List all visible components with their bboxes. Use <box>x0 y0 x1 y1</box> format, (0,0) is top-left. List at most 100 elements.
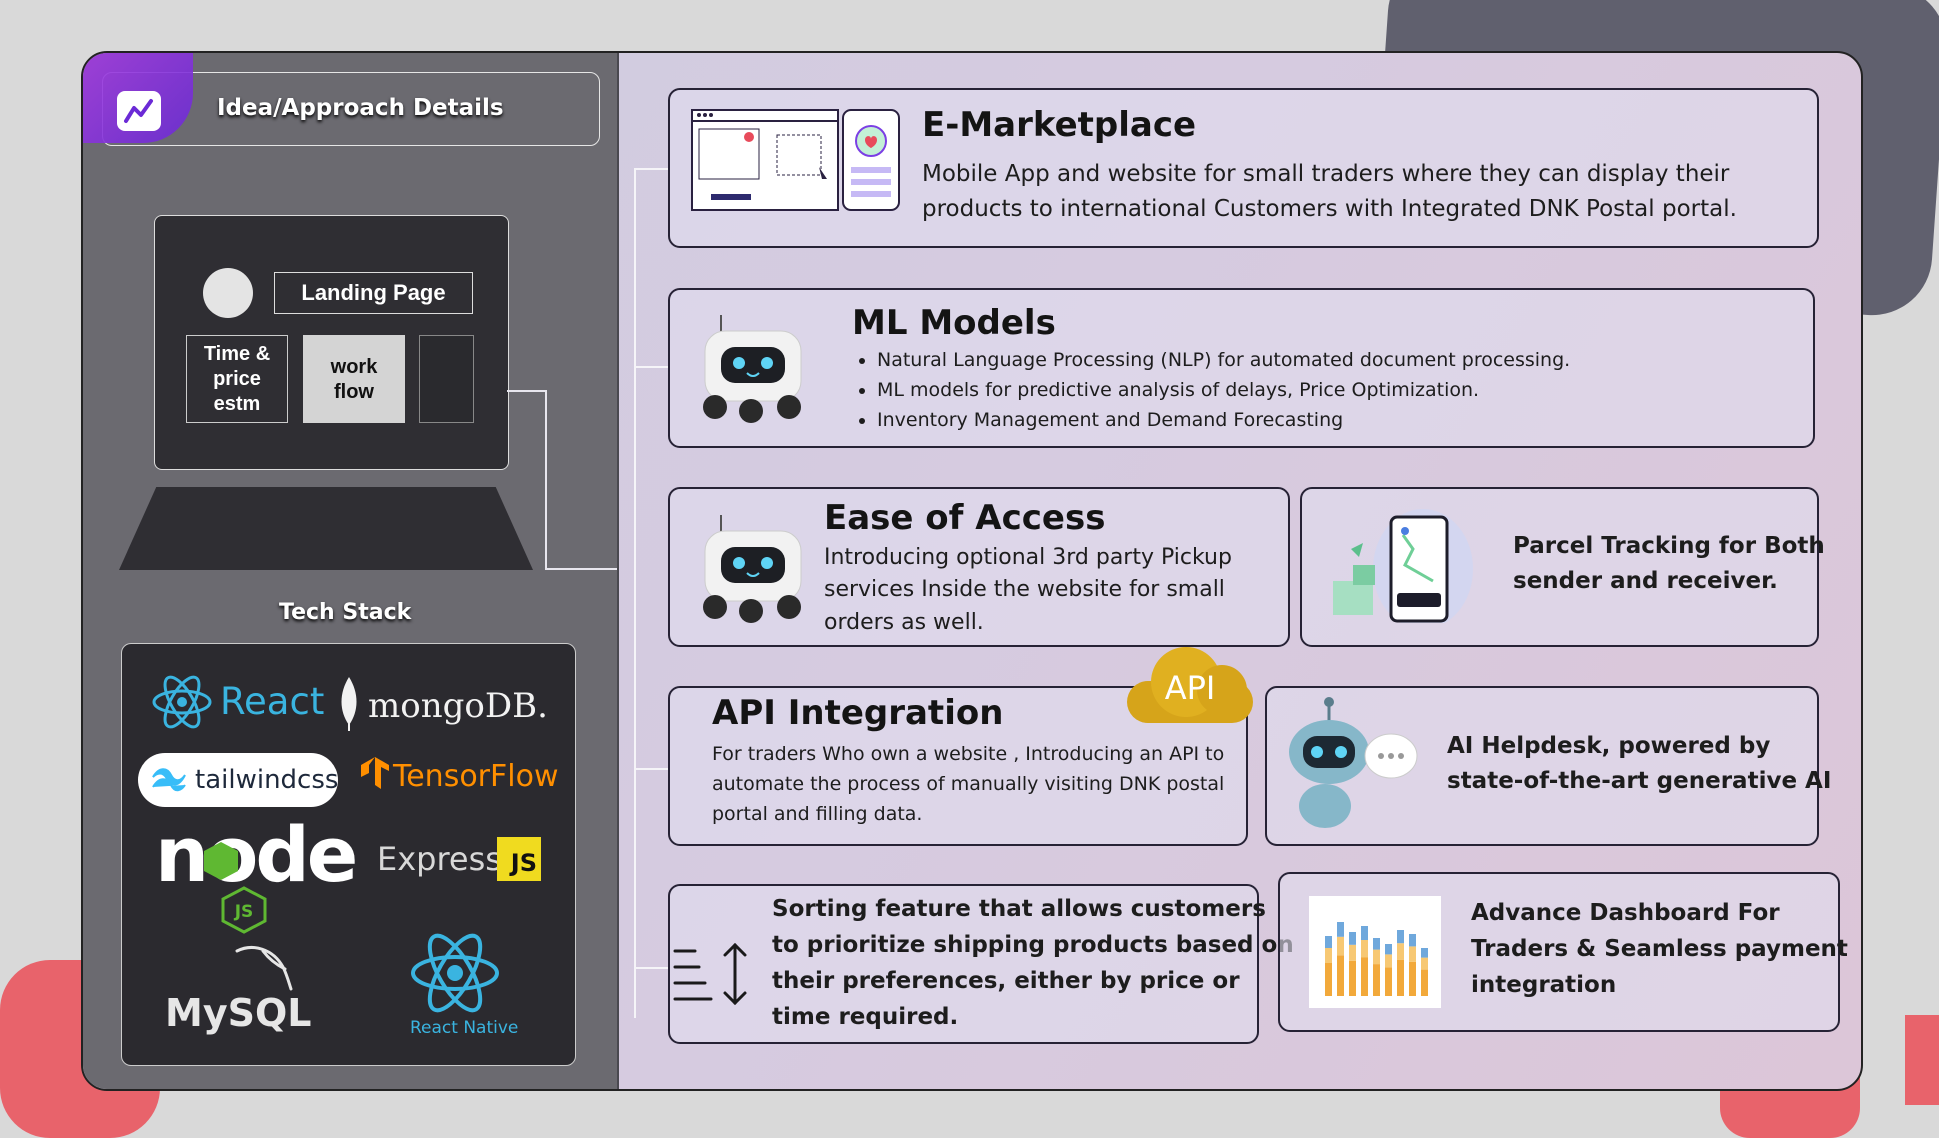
time-price-line: Time & <box>203 343 271 365</box>
ml-bullet: Natural Language Processing (NLP) for au… <box>877 345 1570 375</box>
ml-models-bullets: Natural Language Processing (NLP) for au… <box>853 345 1570 435</box>
dashboard-mini-bar <box>1361 957 1368 996</box>
time-price-line: price <box>213 368 261 390</box>
dashboard-line: integration <box>1471 972 1617 998</box>
mysql-logo-text: MySQL <box>165 991 312 1035</box>
landing-page-box: Landing Page <box>274 272 473 314</box>
sorting-card <box>668 884 1259 1044</box>
time-price-line: estm <box>213 393 261 415</box>
dashboard-mini-bar <box>1373 938 1380 950</box>
dashboard-mini-bar <box>1373 964 1380 996</box>
js-badge: JS <box>497 837 541 881</box>
delivery-robot-icon <box>703 315 802 423</box>
sorting-line: to prioritize shipping products based on <box>772 932 1294 958</box>
api-cloud-badge: API <box>1127 647 1253 723</box>
dashboard-mini-bar <box>1349 932 1356 945</box>
marketplace-title: E-Marketplace <box>922 105 1197 145</box>
ai-helpdesk-card <box>1265 686 1819 846</box>
sorting-line: their preferences, either by price or <box>772 968 1240 994</box>
ease-of-access-line: orders as well. <box>824 610 984 635</box>
mysql-dolphin-icon <box>235 946 293 991</box>
parcel-tracking-line: sender and receiver. <box>1513 568 1778 594</box>
dashboard-mini-bar <box>1361 940 1368 958</box>
ai-helpdesk-line: AI Helpdesk, powered by <box>1447 733 1771 759</box>
laptop-base <box>119 487 533 570</box>
ai-robot-chat-icon <box>1289 697 1418 828</box>
api-integration-line: portal and filling data. <box>712 803 923 825</box>
ml-bullet: ML models for predictive analysis of del… <box>877 375 1570 405</box>
workflow-line: flow <box>334 381 374 403</box>
chart-logo-icon <box>117 91 161 131</box>
connector-branch <box>634 168 668 170</box>
sort-icon <box>673 942 747 1006</box>
react-icon <box>152 675 212 729</box>
marketplace-illustration-icon <box>691 109 900 211</box>
dashboard-mini-bar <box>1397 959 1404 996</box>
dashboard-mini-bar <box>1349 960 1356 996</box>
api-integration-line: For traders Who own a website , Introduc… <box>712 743 1225 765</box>
react-native-icon <box>411 933 499 1013</box>
connector-branch <box>634 768 668 770</box>
connector-vertical <box>634 168 636 1018</box>
api-integration-title: API Integration <box>712 693 1004 733</box>
ml-models-card <box>668 288 1815 448</box>
node-hexagon-icon <box>204 842 238 880</box>
parcel-tracking-line: Parcel Tracking for Both <box>1513 533 1825 559</box>
dashboard-mini-bar <box>1385 944 1392 955</box>
ease-of-access-line: Introducing optional 3rd party Pickup <box>824 545 1232 570</box>
tensorflow-logo-text: TensorFlow <box>393 759 559 794</box>
parcel-tracking-phone-icon <box>1333 509 1473 623</box>
ease-of-access-line: services Inside the website for small <box>824 577 1225 602</box>
ml-models-title: ML Models <box>852 303 1056 343</box>
connector-branch <box>634 967 668 969</box>
background-shape-right-edge <box>1905 1015 1939 1105</box>
dashboard-mini-bar <box>1361 926 1368 940</box>
marketplace-line: Mobile App and website for small traders… <box>922 161 1730 187</box>
dashboard-mini-bar <box>1325 948 1332 963</box>
workflow-line: work <box>330 356 378 378</box>
api-badge-label: API <box>1164 669 1216 707</box>
nodejs-js-icon: JS <box>221 886 267 934</box>
header-title: Idea/Approach Details <box>217 95 504 121</box>
tailwind-icon <box>152 768 186 792</box>
dashboard-mini-bar <box>1325 963 1332 996</box>
slide-frame: Idea/Approach Details Landing Page Time … <box>81 51 1863 1091</box>
dashboard-mini-bar <box>1349 944 1356 961</box>
mongodb-logo-text: mongoDB. <box>368 686 548 726</box>
tensorflow-icon <box>361 757 389 789</box>
connector-line <box>507 390 545 392</box>
express-logo-text: Express <box>377 840 502 878</box>
dashboard-mini-bar <box>1337 955 1344 996</box>
dashboard-mini-bar <box>1337 936 1344 956</box>
mongodb-leaf-icon <box>341 677 357 731</box>
empty-box <box>419 335 474 423</box>
sorting-line: Sorting feature that allows customers <box>772 896 1266 922</box>
time-price-box: Time & price estm <box>186 335 288 423</box>
marketplace-line: products to international Customers with… <box>922 196 1737 222</box>
dashboard-mini-bar <box>1385 954 1392 968</box>
dashboard-mini-bar <box>1337 922 1344 937</box>
dashboard-mini-bar <box>1397 930 1404 944</box>
tailwind-logo-text: tailwindcss <box>195 765 339 795</box>
dashboard-line: Advance Dashboard For <box>1471 900 1780 926</box>
ease-of-access-title: Ease of Access <box>824 498 1106 538</box>
dashboard-mini-bar <box>1373 949 1380 965</box>
dashboard-mini-bar <box>1397 943 1404 960</box>
react-native-logo-text: React Native <box>410 1018 519 1038</box>
react-logo-text: React <box>220 680 325 723</box>
dashboard-mini-bar <box>1421 957 1428 970</box>
connector-line <box>545 568 617 570</box>
dashboard-chart-icon <box>1309 896 1441 1008</box>
ai-helpdesk-line: state-of-the-art generative AI <box>1447 768 1832 794</box>
dashboard-mini-bar <box>1385 967 1392 996</box>
dashboard-mini-bar <box>1409 946 1416 962</box>
dashboard-mini-bar <box>1325 936 1332 948</box>
svg-text:JS: JS <box>234 902 254 922</box>
sorting-line: time required. <box>772 1004 959 1030</box>
dashboard-mini-bar <box>1409 934 1416 947</box>
connector-line <box>545 390 547 569</box>
dashboard-mini-bar <box>1421 969 1428 996</box>
connector-branch <box>634 366 668 368</box>
left-panel: Idea/Approach Details Landing Page Time … <box>83 53 619 1089</box>
workflow-box: work flow <box>303 335 405 423</box>
